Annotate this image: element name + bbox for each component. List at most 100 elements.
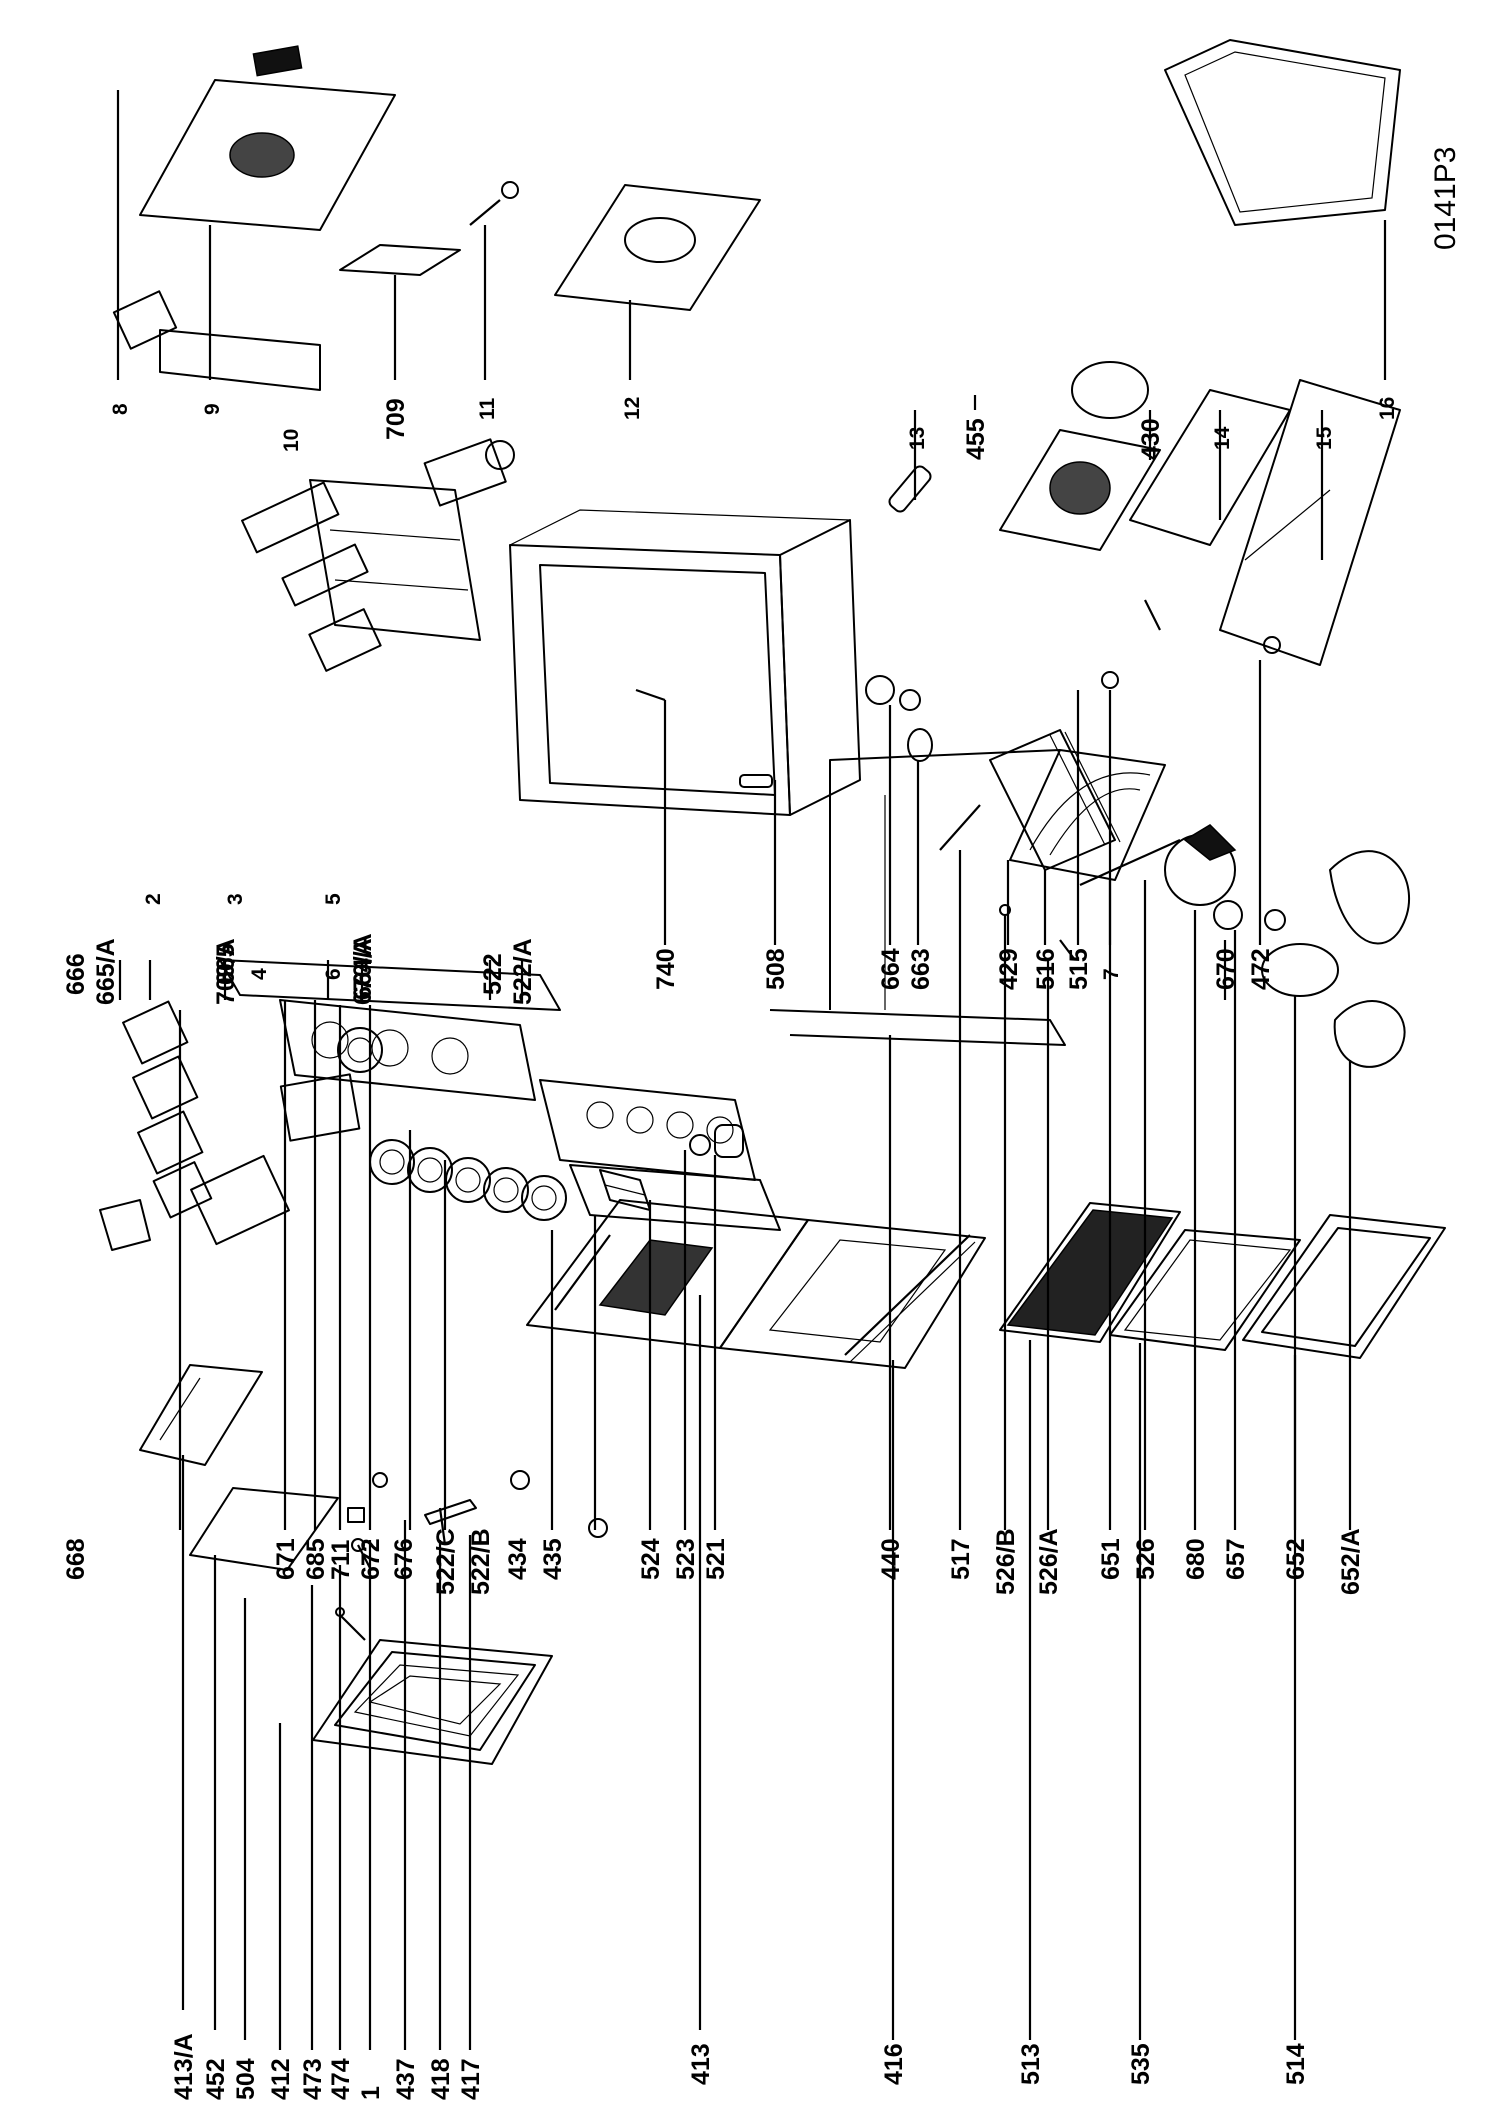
callout-514: 514: [1282, 2043, 1310, 2085]
callouts-bottom: 413/A 452 504 412 473 474 1 437 418 417 …: [170, 2033, 1310, 2100]
callout-473: 473: [299, 2058, 327, 2100]
callout-10: 10: [280, 429, 303, 452]
callout-522a: 522/A: [509, 938, 537, 1005]
callout-652: 652: [1282, 1538, 1310, 1580]
part-413a-door-glass: [139, 1364, 263, 1466]
part-440-oven-cavity-frame: [769, 749, 1066, 1046]
callout-435: 435: [539, 1538, 567, 1580]
part-435-panel-trim: [569, 1164, 781, 1231]
callout-430: 430: [1137, 418, 1165, 460]
callout-672: 672: [357, 1538, 385, 1580]
callout-652a: 652/A: [1337, 1528, 1365, 1595]
callout-452: 452: [202, 2058, 230, 2100]
part-740-508-hinge-parts: [635, 688, 773, 788]
callout-740: 740: [652, 948, 680, 990]
callout-651: 651: [1097, 1538, 1125, 1580]
callout-418: 418: [427, 2058, 455, 2100]
part-665-terminal-block: [99, 1154, 290, 1251]
callout-416: 416: [880, 2043, 908, 2085]
callout-9: 9: [201, 403, 224, 415]
callout-2: 2: [142, 893, 165, 905]
callout-16: 16: [1376, 397, 1399, 420]
callout-1: 1: [357, 2086, 385, 2100]
callout-504: 504: [232, 2058, 260, 2100]
callout-516: 516: [1032, 948, 1060, 990]
callouts-middle: 668 671 685 711 672 676 522/C 522/B 434 …: [62, 1528, 1365, 1595]
callout-5: 5: [322, 893, 345, 905]
callout-417: 417: [457, 2058, 485, 2100]
part-522-knobs: [369, 1139, 567, 1221]
callout-11: 11: [476, 397, 499, 420]
callout-666: 666: [62, 953, 90, 995]
callout-676: 676: [390, 1538, 418, 1580]
callout-522: 522: [479, 953, 507, 995]
callout-13: 13: [906, 427, 929, 450]
callout-685: 685: [302, 1538, 330, 1580]
part-666-terminal-cover: [112, 290, 178, 350]
callout-665: 665: [212, 943, 240, 985]
part-8-vent-grille: [252, 45, 303, 77]
callout-15: 15: [1313, 426, 1336, 450]
part-513-wire-shelf: [999, 1202, 1181, 1343]
part-9-rear-panel: [139, 79, 396, 231]
callout-429: 429: [995, 948, 1023, 990]
part-535-baking-tray: [1109, 1229, 1301, 1351]
callout-434: 434: [504, 1538, 532, 1580]
callout-664: 664: [877, 948, 905, 990]
callout-535: 535: [1127, 2043, 1155, 2085]
part-517-wire-guide: [939, 804, 981, 851]
callout-437: 437: [392, 2058, 420, 2100]
part-13-lamp-housing: [888, 465, 932, 513]
part-676-programmer: [279, 1073, 361, 1142]
callout-526b: 526/B: [992, 1528, 1020, 1595]
callout-670: 670: [1212, 948, 1240, 990]
part-412-inner-door-frame: [312, 1639, 553, 1765]
callout-522c: 522/C: [432, 1528, 460, 1595]
callout-521: 521: [702, 1538, 730, 1580]
part-5-side-panel: [309, 479, 481, 641]
callout-709a: 709/A: [212, 938, 240, 1005]
leader-lines: [116, 90, 1387, 2050]
part-452-door-seal: [189, 1487, 339, 1571]
callout-526a: 526/A: [1035, 1528, 1063, 1595]
callout-657: 657: [1222, 1538, 1250, 1580]
callout-4: 4: [248, 968, 271, 980]
callout-517: 517: [947, 1538, 975, 1580]
callout-524: 524: [637, 1538, 665, 1580]
part-670a-fan-motor: [423, 438, 515, 507]
callout-664a: 664/A: [349, 933, 377, 1000]
callout-680: 680: [1182, 1538, 1210, 1580]
part-526-526a-526b-element-fixings: [999, 838, 1181, 961]
part-10-top-trim: [159, 329, 321, 391]
callout-709: 709: [382, 398, 410, 440]
callout-711: 711: [327, 1540, 355, 1580]
part-14-bottom-panel: [1129, 389, 1291, 546]
part-oven-cavity: [509, 509, 861, 816]
part-15-base-panel: [1219, 379, 1401, 666]
callout-14: 14: [1211, 426, 1234, 450]
part-514-roasting-pan: [1242, 1214, 1446, 1359]
part-651-upper-element: [1009, 749, 1166, 881]
part-473-474-1-fixings: [347, 1472, 388, 1569]
part-416-door-strip: [844, 1234, 976, 1363]
part-2-3-terminal-blocks: [241, 481, 382, 672]
callout-3: 3: [224, 893, 247, 905]
part-12-motor-housing: [554, 184, 761, 311]
part-430-back-panel: [999, 429, 1161, 551]
callout-440: 440: [877, 1538, 905, 1580]
callout-413a: 413/A: [170, 2033, 198, 2100]
callout-665a: 665/A: [92, 938, 120, 1005]
part-516-515-7-runner-fixings: [1101, 599, 1161, 689]
part-709-wiring-bracket: [339, 244, 461, 276]
callout-522b: 522/B: [467, 1528, 495, 1595]
part-680-657-fan-assembly: [1164, 824, 1286, 931]
part-437-door-hinge: [424, 1499, 477, 1546]
part-524-lamp-unit: [599, 1169, 651, 1211]
callout-663: 663: [907, 948, 935, 990]
part-16-rear-frame: [1164, 39, 1401, 226]
callout-7: 7: [1100, 968, 1123, 980]
callout-513: 513: [1017, 2043, 1045, 2085]
callouts-top: 8 9 709 11 12 10 13 455 430 14 15 16: [109, 397, 1399, 460]
part-668-control-switches: [122, 1000, 213, 1219]
